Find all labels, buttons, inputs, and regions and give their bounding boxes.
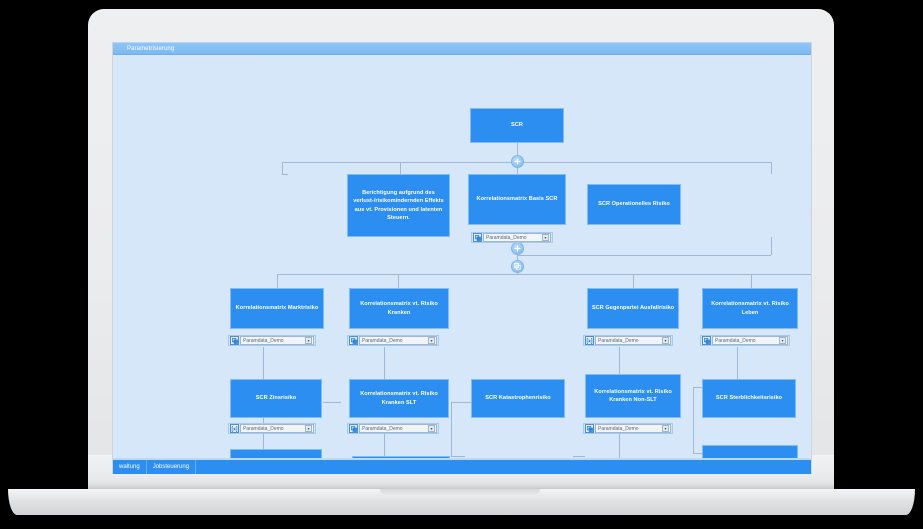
connector-line <box>771 237 772 255</box>
chevron-down-icon[interactable]: ▾ <box>428 425 435 432</box>
expand-plus-circle-1[interactable] <box>511 155 524 168</box>
connector-line <box>451 456 465 457</box>
paramdata-value: Paramdata_Demo <box>243 425 284 432</box>
connector-line <box>517 162 518 174</box>
connector-line <box>277 274 278 288</box>
param-bar-korr-leben[interactable]: Paramdata_Demo ▾ <box>700 335 790 346</box>
window-title: Parametrisierung <box>127 45 175 52</box>
paramdata-value: Paramdata_Demo <box>486 234 527 241</box>
paramdata-value: Paramdata_Demo <box>598 425 639 432</box>
param-bar-korr-markt[interactable]: Paramdata_Demo ▾ <box>228 335 316 346</box>
copy-icon[interactable] <box>349 424 358 433</box>
chevron-down-icon[interactable]: ▾ <box>305 337 312 344</box>
connector-line <box>384 347 385 379</box>
copy-icon[interactable] <box>230 336 239 345</box>
node-korrelationsmatrix-vt-risiko-kranken[interactable]: Korrelationsmatrix vt. Risiko Kranken <box>349 288 449 329</box>
connector-line <box>693 387 694 453</box>
connector-line <box>451 402 471 403</box>
paramdata-value: Paramdata_Demo <box>715 337 756 344</box>
node-korrelationsmatrix-vt-risiko-kranken-slt[interactable]: Korrelationsmatrix vt. Risiko Kranken SL… <box>349 379 449 418</box>
chevron-down-icon[interactable]: ▾ <box>779 337 786 344</box>
bottom-tabstrip[interactable]: waltung Jobsteuerung <box>113 458 811 474</box>
matrix-icon[interactable] <box>230 424 239 433</box>
connector-line <box>737 347 738 379</box>
paramdata-select[interactable]: Paramdata_Demo ▾ <box>712 336 788 345</box>
node-korrelationsmatrix-vt-risiko-leben[interactable]: Korrelationsmatrix vt. Risiko Leben <box>702 288 798 329</box>
chevron-down-icon[interactable]: ▾ <box>662 425 669 432</box>
paramdata-select[interactable]: Paramdata_Demo ▾ <box>359 336 437 345</box>
paramdata-select[interactable]: Paramdata_Demo ▾ <box>359 424 437 433</box>
connector-line <box>263 347 264 379</box>
chevron-down-icon[interactable]: ▾ <box>428 337 435 344</box>
node-scr-zinsrisiko[interactable]: SCR Zinsrisiko <box>230 379 322 418</box>
copy-icon[interactable] <box>702 336 711 345</box>
copy-icon[interactable] <box>585 424 594 433</box>
paramdata-value: Paramdata_Demo <box>362 425 403 432</box>
paramdata-select[interactable]: Paramdata_Demo ▾ <box>483 233 551 242</box>
paramdata-select[interactable]: Paramdata_Demo ▾ <box>240 424 314 433</box>
connector-line <box>619 347 620 379</box>
node-scr-katastrophenrisiko[interactable]: SCR Katastrophenrisiko <box>471 379 565 418</box>
connector-line <box>277 274 811 275</box>
connector-line <box>282 162 283 174</box>
laptop-base-notch <box>380 489 540 496</box>
application-screen: Parametrisierung <box>112 42 812 474</box>
paramdata-select[interactable]: Paramdata_Demo ▾ <box>595 336 671 345</box>
connector-line <box>400 162 401 174</box>
param-bar-korr-slt[interactable]: Paramdata_Demo ▾ <box>347 423 439 434</box>
connector-line <box>619 434 620 468</box>
connector-line <box>771 162 772 174</box>
connector-line <box>751 274 752 288</box>
param-bar-korr-kranken[interactable]: Paramdata_Demo ▾ <box>347 335 439 346</box>
paramdata-value: Paramdata_Demo <box>243 337 284 344</box>
node-scr-sterblichkeitsrisiko-leben[interactable]: SCR Sterblichkeitsrisiko <box>702 379 796 418</box>
node-korrelationsmatrix-basis-scr[interactable]: Korrelationsmatrix Basis SCR <box>468 174 566 225</box>
node-scr-gegenpartei-ausfallrisiko[interactable]: SCR Gegenpartei Ausfallrisiko <box>587 288 679 329</box>
diagram-canvas[interactable]: SCR Berichtigung aufgrund des verlust-/r… <box>113 56 811 474</box>
node-korrelationsmatrix-marktrisiko[interactable]: Korrelationsmatrix Marktrisiko <box>230 288 324 329</box>
matrix-icon[interactable] <box>585 336 594 345</box>
param-bar-korr-basis[interactable]: Paramdata_Demo ▾ <box>471 232 553 243</box>
node-berichtigung[interactable]: Berichtigung aufgrund des verlust-/risik… <box>347 174 450 237</box>
connector-line <box>517 142 518 156</box>
chevron-down-icon[interactable]: ▾ <box>542 234 549 241</box>
connector-line <box>573 456 585 457</box>
connector-line <box>323 402 341 403</box>
chevron-down-icon[interactable]: ▾ <box>305 425 312 432</box>
node-korrelationsmatrix-vt-risiko-kranken-non-slt[interactable]: Korrelationsmatrix vt. Risiko Kranken No… <box>585 374 681 418</box>
connector-line <box>282 174 288 175</box>
node-scr-root[interactable]: SCR <box>470 108 564 143</box>
copy-icon[interactable] <box>349 336 358 345</box>
connector-line <box>633 274 634 288</box>
connector-line <box>451 402 452 456</box>
chevron-down-icon[interactable]: ▾ <box>662 337 669 344</box>
connector-line <box>517 255 771 256</box>
tabstrip-filler <box>196 460 811 474</box>
paramdata-value: Paramdata_Demo <box>362 337 403 344</box>
paramdata-value: Paramdata_Demo <box>598 337 639 344</box>
node-scr-operationelles-risiko[interactable]: SCR Operationelles Risiko <box>587 184 681 225</box>
connector-line <box>398 274 399 288</box>
connector-line <box>384 434 385 464</box>
tab-jobsteuerung[interactable]: Jobsteuerung <box>147 460 197 474</box>
window-titlebar: Parametrisierung <box>113 42 811 55</box>
param-bar-scr-zins[interactable]: Paramdata_Demo ▾ <box>228 423 316 434</box>
tab-verwaltung[interactable]: waltung <box>113 460 147 474</box>
expand-plus-circle-2[interactable] <box>511 242 524 255</box>
connector-line <box>282 162 771 163</box>
paramdata-select[interactable]: Paramdata_Demo ▾ <box>595 424 671 433</box>
copy-circle-3[interactable] <box>511 260 524 273</box>
paramdata-select[interactable]: Paramdata_Demo ▾ <box>240 336 314 345</box>
param-bar-korr-non-slt[interactable]: Paramdata_Demo ▾ <box>583 423 673 434</box>
param-bar-scr-gegen[interactable]: Paramdata_Demo ▾ <box>583 335 673 346</box>
copy-icon[interactable] <box>473 233 482 242</box>
